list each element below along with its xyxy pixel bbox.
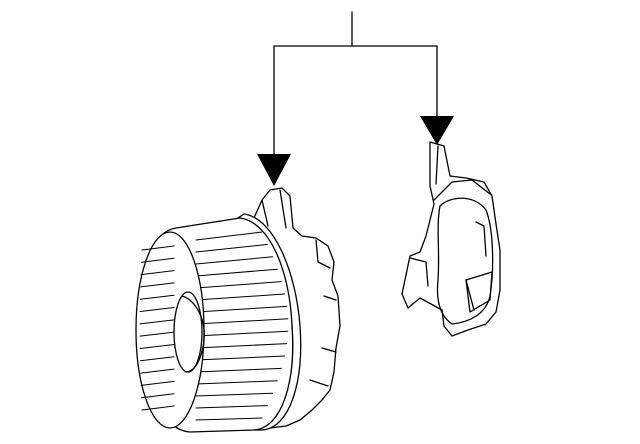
motor-cover-bracket xyxy=(401,141,501,337)
fan-slat xyxy=(195,256,274,265)
intake-slat xyxy=(139,319,175,325)
arrow-head-right-icon xyxy=(420,116,454,145)
fan-slat xyxy=(195,380,278,385)
bracket-rib xyxy=(475,221,487,257)
fan-slat xyxy=(195,318,289,325)
fan-slat xyxy=(195,231,263,241)
fan-hub xyxy=(173,291,203,373)
bracket-upper-lip xyxy=(433,179,491,201)
flange-tab-bottom xyxy=(309,379,329,387)
bracket-window-divider xyxy=(465,279,475,311)
blower-motor-assembly xyxy=(135,187,341,433)
intake-slat xyxy=(141,405,175,411)
fan-slat xyxy=(195,268,278,277)
fan-slat xyxy=(195,405,268,409)
fan-slat xyxy=(195,417,263,421)
fan-slat xyxy=(195,243,268,253)
callout-leader xyxy=(257,11,454,186)
bracket-side-tab xyxy=(409,257,429,287)
arrow-head-left-icon xyxy=(257,154,291,186)
intake-slat xyxy=(139,331,175,337)
intake-slat xyxy=(140,282,175,288)
fan-hub-edge xyxy=(181,295,205,373)
fan-slat xyxy=(195,367,282,373)
flange-tab-mid xyxy=(323,295,337,301)
intake-slat xyxy=(139,294,175,300)
fan-slat xyxy=(195,330,289,337)
flange-top-edge-inner xyxy=(261,199,269,227)
intake-slat xyxy=(140,380,175,386)
bracket-body xyxy=(401,141,501,337)
fan-slat xyxy=(195,392,274,397)
bracket-neck-edge xyxy=(435,145,439,185)
fan-slat xyxy=(195,281,282,289)
intake-slat xyxy=(140,368,175,374)
intake-slat xyxy=(140,270,175,276)
fan-slat xyxy=(195,305,288,313)
fan-slat xyxy=(195,293,286,301)
fan-slat xyxy=(195,355,286,361)
flange-top-edge xyxy=(279,189,287,229)
fan-slat xyxy=(195,343,288,349)
intake-slat xyxy=(139,307,175,313)
intake-slat xyxy=(141,393,175,399)
bracket-window xyxy=(465,271,493,313)
intake-slat xyxy=(139,356,175,362)
flange-tab-upper xyxy=(315,239,331,269)
bracket-inner-recess xyxy=(436,197,494,325)
fan-blade-slats xyxy=(195,231,289,421)
flange-tab-lower xyxy=(321,347,337,353)
intake-slat xyxy=(139,343,175,349)
intake-slat xyxy=(141,245,175,251)
intake-slat xyxy=(141,257,175,263)
intake-slats xyxy=(139,245,175,411)
